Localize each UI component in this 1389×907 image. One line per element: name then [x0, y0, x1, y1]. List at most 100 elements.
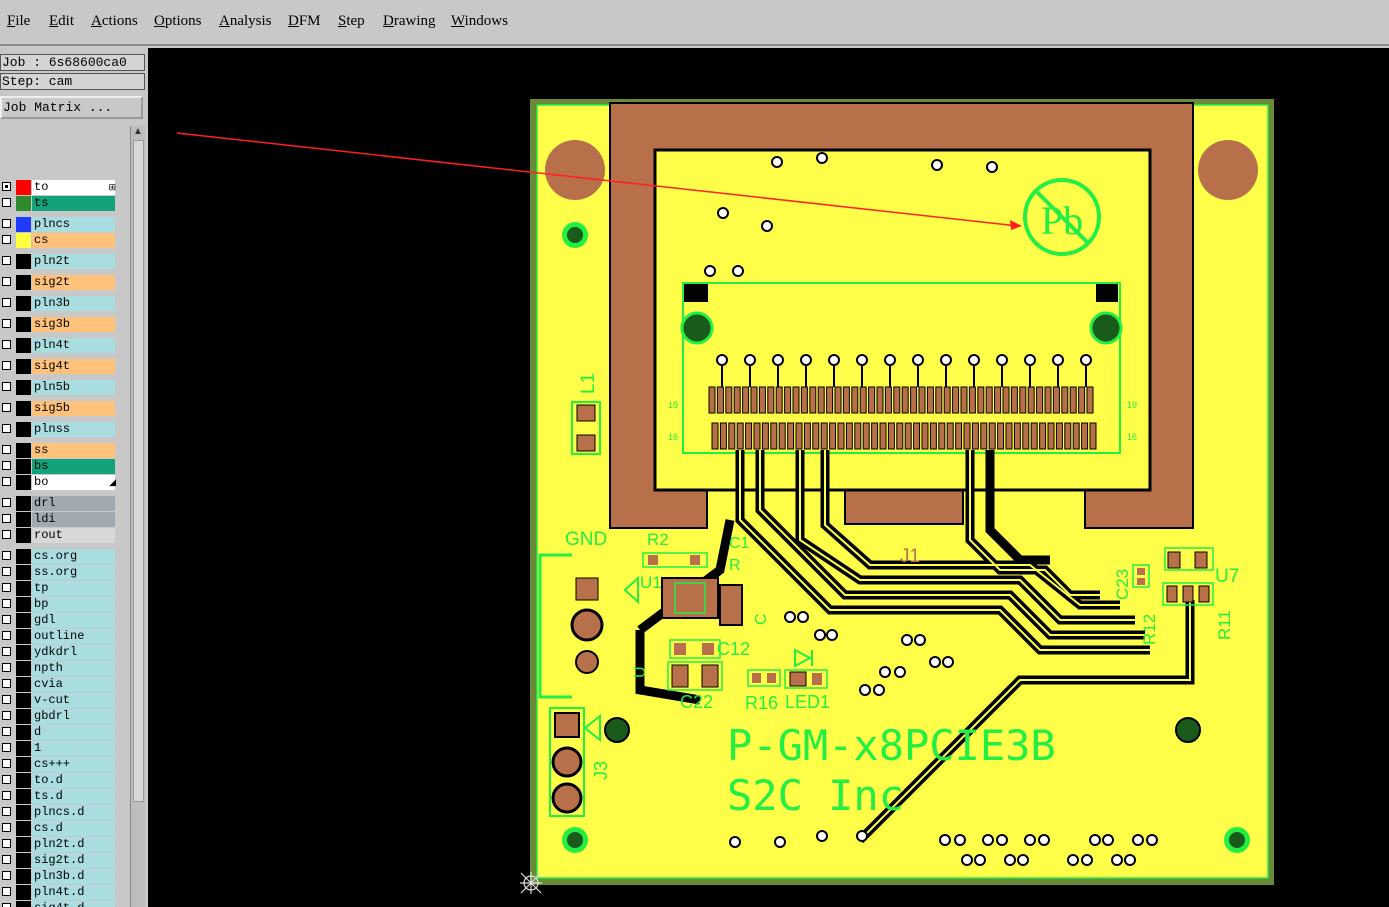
layer-checkbox[interactable]: [2, 679, 11, 688]
layer-row-rout[interactable]: rout: [0, 528, 118, 543]
layer-name[interactable]: pln2t.d: [32, 837, 115, 852]
layer-checkbox[interactable]: [2, 887, 11, 896]
layer-color-swatch[interactable]: [16, 549, 31, 564]
layer-checkbox[interactable]: [2, 663, 11, 672]
layer-row-plnss[interactable]: plnss: [0, 422, 118, 437]
scrollbar-thumb[interactable]: [133, 140, 144, 802]
layer-checkbox[interactable]: [2, 855, 11, 864]
layer-name[interactable]: plncs: [32, 217, 115, 232]
layer-color-swatch[interactable]: [16, 380, 31, 395]
layer-name[interactable]: to: [32, 180, 115, 195]
layer-name[interactable]: sig2t: [32, 275, 115, 290]
layer-color-swatch[interactable]: [16, 885, 31, 900]
layer-row-sig4t.d[interactable]: sig4t.d: [0, 901, 118, 907]
menu-actions[interactable]: Actions: [91, 13, 138, 30]
layer-name[interactable]: pln3b: [32, 296, 115, 311]
menu-drawing[interactable]: Drawing: [383, 13, 436, 30]
layer-name[interactable]: ts.d: [32, 789, 115, 804]
layer-name[interactable]: plncs.d: [32, 805, 115, 820]
layer-checkbox[interactable]: [2, 807, 11, 816]
layer-checkbox[interactable]: [2, 823, 11, 832]
layer-color-swatch[interactable]: [16, 773, 31, 788]
layer-row-pln4t.d[interactable]: pln4t.d: [0, 885, 118, 900]
layer-color-swatch[interactable]: [16, 512, 31, 527]
layer-checkbox[interactable]: [2, 340, 11, 349]
layer-checkbox[interactable]: [2, 903, 11, 907]
menu-dfm[interactable]: DFM: [288, 13, 321, 30]
layer-color-swatch[interactable]: [16, 565, 31, 580]
layer-row-ts.d[interactable]: ts.d: [0, 789, 118, 804]
layer-color-swatch[interactable]: [16, 869, 31, 884]
layer-checkbox[interactable]: [2, 775, 11, 784]
layer-row-bp[interactable]: bp: [0, 597, 118, 612]
menu-analysis[interactable]: Analysis: [219, 13, 272, 30]
layer-color-swatch[interactable]: [16, 254, 31, 269]
layer-row-d[interactable]: d: [0, 725, 118, 740]
layer-name[interactable]: pln2t: [32, 254, 115, 269]
layer-name[interactable]: ldi: [32, 512, 115, 527]
layer-name[interactable]: ts: [32, 196, 115, 211]
layer-name[interactable]: gdl: [32, 613, 115, 628]
layer-name[interactable]: 1: [32, 741, 115, 756]
layer-checkbox[interactable]: [2, 727, 11, 736]
job-matrix-button[interactable]: Job Matrix ...: [0, 96, 143, 119]
layer-checkbox[interactable]: [2, 514, 11, 523]
layer-color-swatch[interactable]: [16, 581, 31, 596]
layer-row-pln5b[interactable]: pln5b: [0, 380, 118, 395]
layer-checkbox[interactable]: [2, 567, 11, 576]
layer-color-swatch[interactable]: [16, 443, 31, 458]
layer-color-swatch[interactable]: [16, 422, 31, 437]
layer-row-pln2t.d[interactable]: pln2t.d: [0, 837, 118, 852]
layer-name[interactable]: ss: [32, 443, 115, 458]
layer-row-ldi[interactable]: ldi: [0, 512, 118, 527]
layer-name[interactable]: sig2t.d: [32, 853, 115, 868]
scroll-up-arrow-icon[interactable]: ▲: [133, 126, 143, 137]
layer-row-cs.org[interactable]: cs.org: [0, 549, 118, 564]
layer-checkbox[interactable]: [2, 631, 11, 640]
layer-color-swatch[interactable]: [16, 613, 31, 628]
layer-checkbox[interactable]: [2, 477, 11, 486]
layer-row-cs+++[interactable]: cs+++: [0, 757, 118, 772]
menu-step[interactable]: Step: [338, 13, 365, 30]
layer-name[interactable]: tp: [32, 581, 115, 596]
layer-row-sig2t.d[interactable]: sig2t.d: [0, 853, 118, 868]
layer-color-swatch[interactable]: [16, 496, 31, 511]
layer-name[interactable]: plnss: [32, 422, 115, 437]
layer-checkbox[interactable]: [2, 319, 11, 328]
layer-color-swatch[interactable]: [16, 475, 31, 490]
layer-row-plncs.d[interactable]: plncs.d: [0, 805, 118, 820]
layer-row-cvia[interactable]: cvia: [0, 677, 118, 692]
layer-row-cs[interactable]: cs: [0, 233, 118, 248]
layer-color-swatch[interactable]: [16, 401, 31, 416]
layer-checkbox[interactable]: [2, 551, 11, 560]
layer-row-pln3b[interactable]: pln3b: [0, 296, 118, 311]
layer-checkbox[interactable]: [2, 759, 11, 768]
layer-row-ss.org[interactable]: ss.org: [0, 565, 118, 580]
layer-checkbox[interactable]: [2, 498, 11, 507]
layer-color-swatch[interactable]: [16, 317, 31, 332]
layer-row-bs[interactable]: bs: [0, 459, 118, 474]
layer-checkbox[interactable]: [2, 361, 11, 370]
layer-row-gbdrl[interactable]: gbdrl: [0, 709, 118, 724]
graphics-canvas[interactable]: Pb: [148, 48, 1389, 907]
layer-row-v-cut[interactable]: v-cut: [0, 693, 118, 708]
layer-row-sig5b[interactable]: sig5b: [0, 401, 118, 416]
layer-color-swatch[interactable]: [16, 217, 31, 232]
layer-name[interactable]: ydkdrl: [32, 645, 115, 660]
layer-color-swatch[interactable]: [16, 693, 31, 708]
layer-checkbox[interactable]: [2, 219, 11, 228]
layer-color-swatch[interactable]: [16, 597, 31, 612]
layer-color-swatch[interactable]: [16, 805, 31, 820]
layer-name[interactable]: cvia: [32, 677, 115, 692]
layer-color-swatch[interactable]: [16, 196, 31, 211]
layer-row-to[interactable]: to⊞: [0, 180, 118, 195]
layer-checkbox[interactable]: [2, 647, 11, 656]
layer-name[interactable]: sig4t.d: [32, 901, 115, 907]
layer-checkbox[interactable]: [2, 615, 11, 624]
layer-name[interactable]: cs.org: [32, 549, 115, 564]
layer-checkbox[interactable]: [2, 461, 11, 470]
layer-row-pln2t[interactable]: pln2t: [0, 254, 118, 269]
layer-row-npth[interactable]: npth: [0, 661, 118, 676]
layer-checkbox[interactable]: [2, 599, 11, 608]
layer-row-sig4t[interactable]: sig4t: [0, 359, 118, 374]
